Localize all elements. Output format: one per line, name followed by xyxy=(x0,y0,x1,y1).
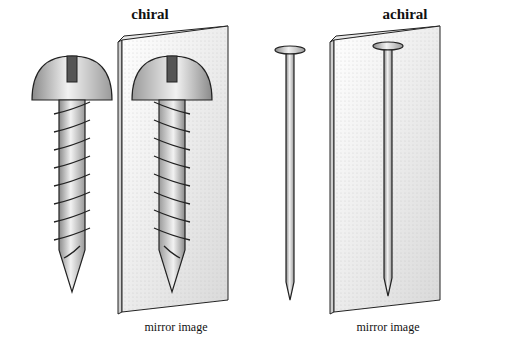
nail xyxy=(275,46,305,300)
chirality-heading: achiral xyxy=(383,6,428,23)
mirror-screw xyxy=(132,56,212,292)
chirality-heading: chiral xyxy=(131,6,169,23)
screw-thread xyxy=(54,174,90,186)
screw-thread xyxy=(154,192,190,204)
screw-thread xyxy=(54,192,90,204)
screw-thread xyxy=(54,138,90,150)
screw-thread xyxy=(54,210,90,222)
screw-thread xyxy=(54,228,90,240)
screw-thread xyxy=(54,156,90,168)
screw-thread xyxy=(54,102,90,114)
screw-thread xyxy=(164,246,180,258)
screw-thread xyxy=(154,120,190,132)
screw-thread xyxy=(154,228,190,240)
screw-thread xyxy=(154,138,190,150)
screw-thread xyxy=(154,210,190,222)
mirror-caption: mirror image xyxy=(357,320,420,335)
screw-thread xyxy=(154,174,190,186)
screw xyxy=(32,56,112,292)
screw-thread xyxy=(154,102,190,114)
screw-thread xyxy=(54,120,90,132)
screw-thread xyxy=(154,156,190,168)
mirror-nail xyxy=(373,42,403,296)
mirror-panel xyxy=(118,26,228,314)
mirror-panel xyxy=(330,26,440,314)
screw-thread xyxy=(64,246,80,258)
mirror-caption: mirror image xyxy=(145,320,208,335)
